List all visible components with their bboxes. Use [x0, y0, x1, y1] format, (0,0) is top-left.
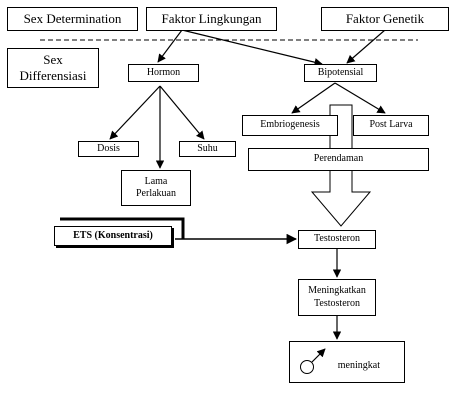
- hormon-label: Hormon: [146, 66, 181, 78]
- dosis-box: Dosis: [78, 141, 139, 157]
- meningkatkan-line2: Testosteron: [314, 297, 360, 309]
- arrow-hormon-to-dosis: [109, 85, 161, 140]
- arrow-bipotensial-to-postlarva: [334, 82, 386, 114]
- sex-determination-box: Sex Determination: [7, 7, 138, 31]
- arrow-genetik-to-bipotensial: [346, 29, 386, 64]
- ets-thick-line: [60, 217, 185, 239]
- embriogenesis-label: Embriogenesis: [260, 119, 320, 131]
- lama-line1: Lama: [144, 175, 168, 187]
- ets-label: ETS (Konsentrasi): [73, 229, 153, 241]
- lama-line2: Perlakuan: [136, 188, 176, 199]
- sex-differensiasi-line1: Sex: [43, 51, 63, 67]
- ets-box: ETS (Konsentrasi): [54, 226, 172, 246]
- lama-perlakuan-box: Lama Perlakuan: [121, 170, 191, 206]
- testosteron-label: Testosteron: [314, 233, 360, 245]
- post-larva-box: Post Larva: [353, 115, 429, 136]
- testosteron-box: Testosteron: [298, 230, 376, 249]
- faktor-lingkungan-box: Faktor Lingkungan: [146, 7, 277, 31]
- bipotensial-label: Bipotensial: [317, 66, 364, 78]
- meningkatkan-testosteron-box: Meningkatkan Testosteron: [298, 279, 376, 316]
- post-larva-label: Post Larva: [369, 119, 413, 131]
- meningkatkan-line1: Meningkatkan: [308, 285, 366, 296]
- faktor-genetik-label: Faktor Genetik: [345, 10, 425, 26]
- bipotensial-box: Bipotensial: [304, 64, 377, 82]
- perendaman-label: Perendaman: [313, 153, 364, 165]
- embriogenesis-box: Embriogenesis: [242, 115, 338, 136]
- arrow-bipotensial-to-embriogenesis: [291, 82, 336, 114]
- arrow-lingkungan-to-bipotensial: [181, 29, 323, 67]
- male-symbol-icon: [300, 360, 314, 374]
- suhu-label: Suhu: [197, 142, 218, 154]
- hormon-box: Hormon: [128, 64, 199, 82]
- faktor-lingkungan-label: Faktor Lingkungan: [161, 10, 262, 26]
- meningkat-label: meningkat: [337, 359, 380, 371]
- dosis-label: Dosis: [97, 142, 120, 154]
- faktor-genetik-box: Faktor Genetik: [321, 7, 449, 31]
- arrow-lingkungan-to-hormon: [157, 29, 183, 63]
- suhu-box: Suhu: [179, 141, 236, 157]
- meningkat-box: meningkat: [289, 341, 405, 383]
- sex-differensiasi-box: Sex Differensiasi: [7, 48, 99, 88]
- arrow-hormon-to-suhu: [159, 85, 205, 140]
- sex-determination-label: Sex Determination: [23, 10, 122, 26]
- sex-differensiasi-line2: Differensiasi: [19, 68, 87, 83]
- perendaman-box: Perendaman: [248, 148, 429, 171]
